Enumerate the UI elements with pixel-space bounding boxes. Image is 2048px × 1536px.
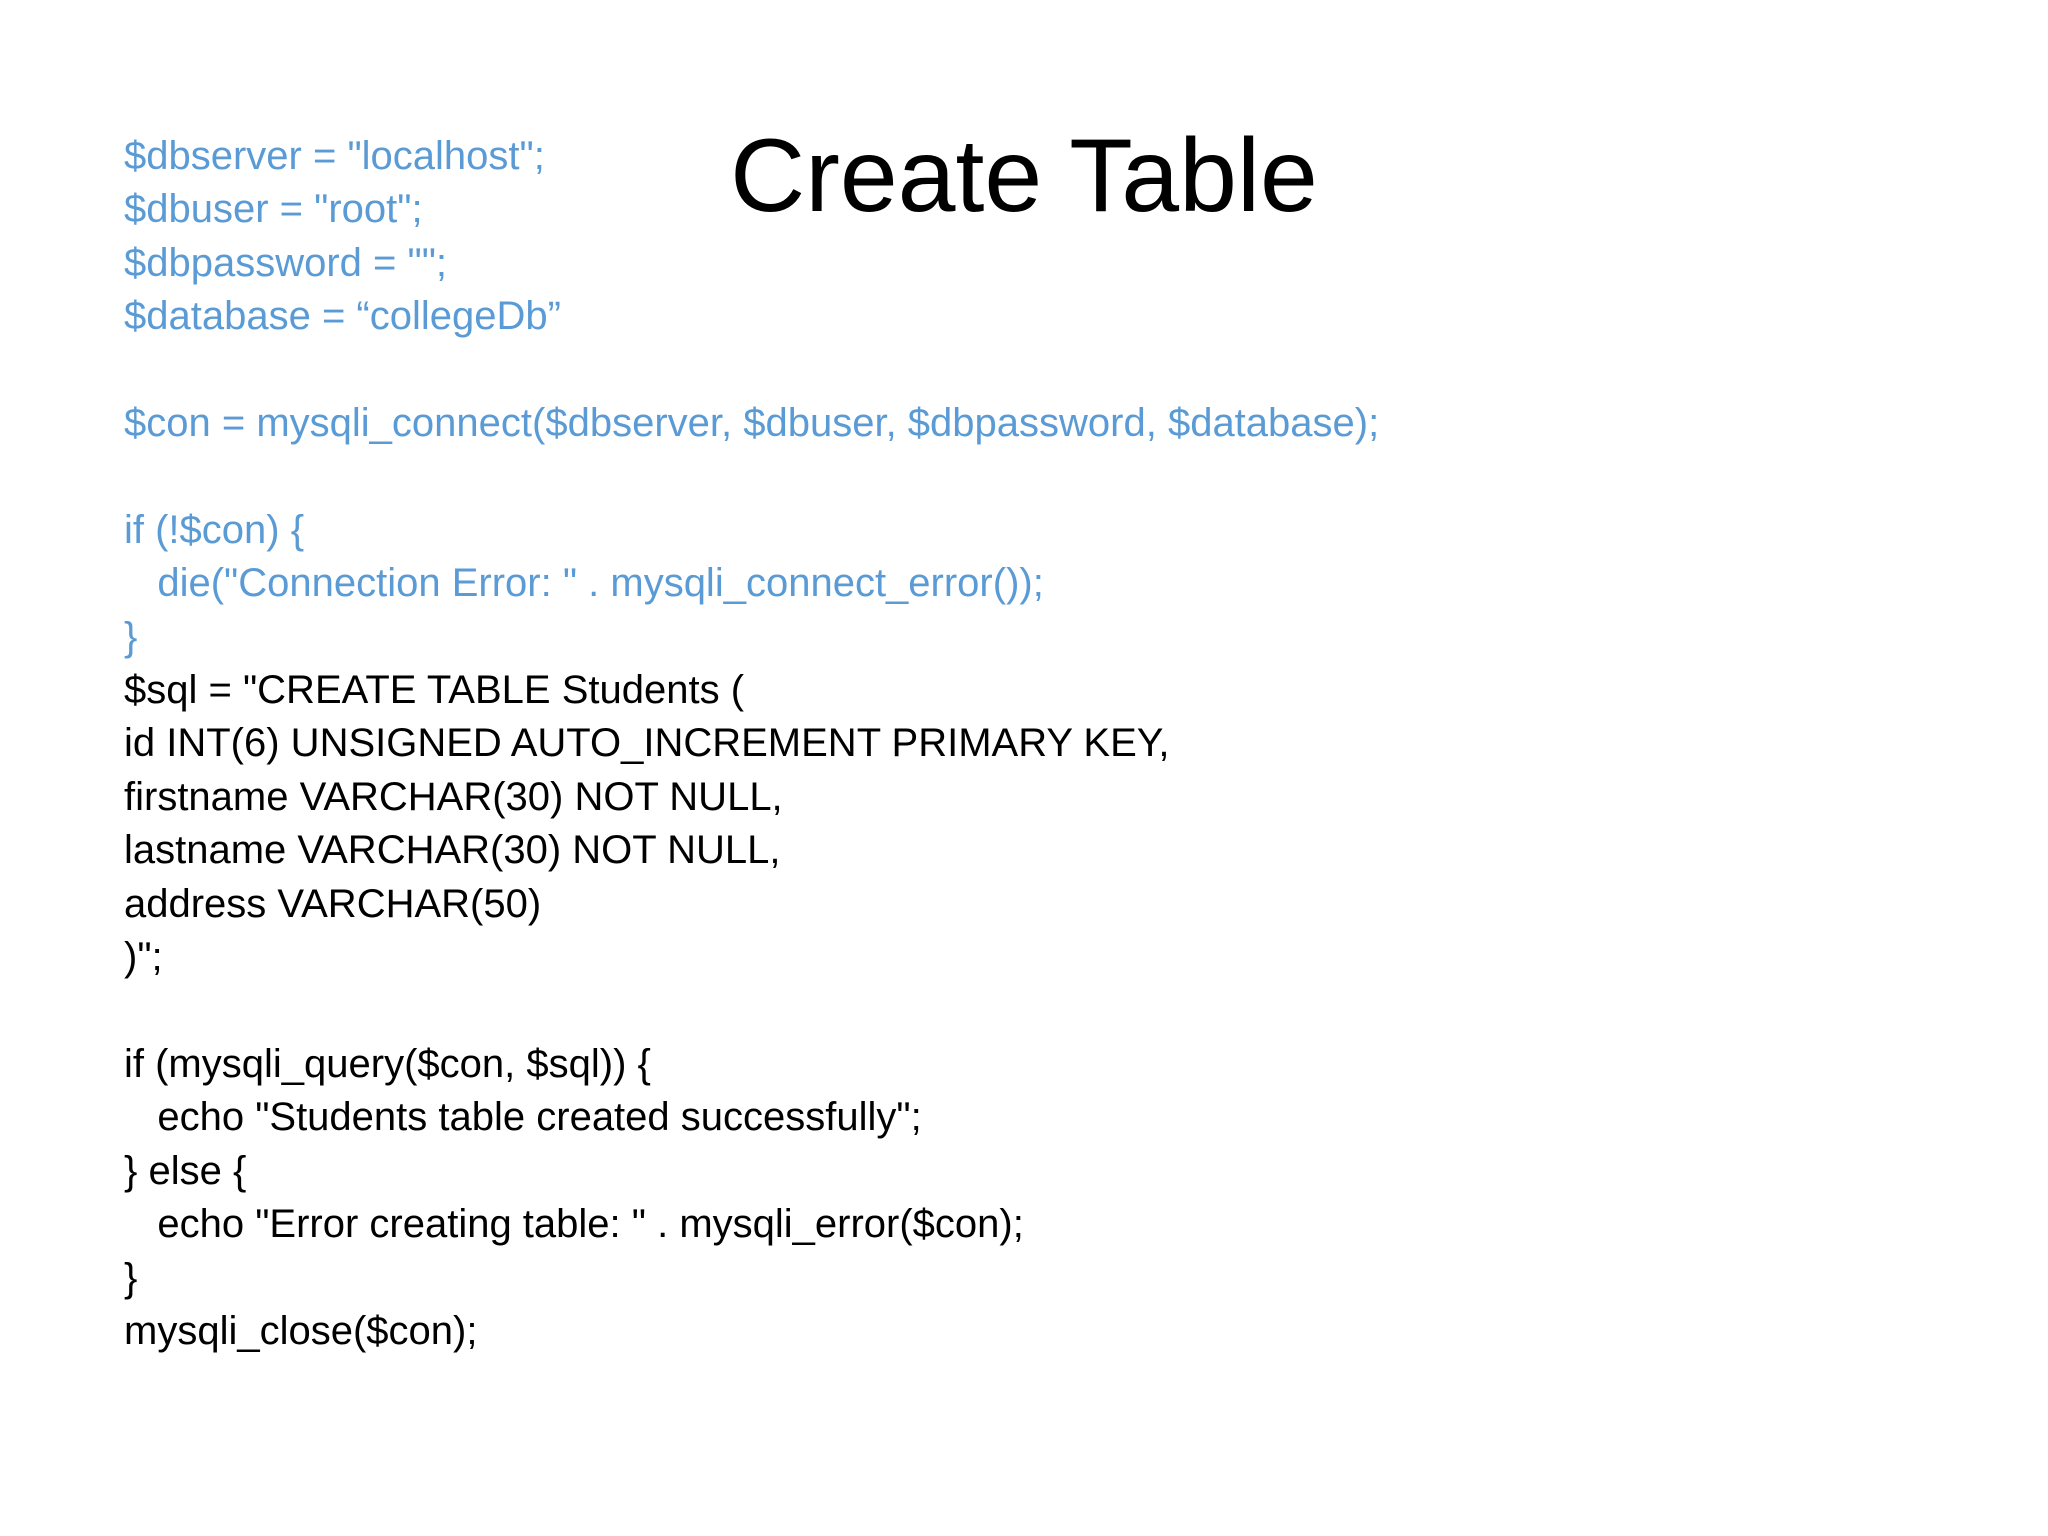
code-line: echo "Students table created successfull… — [124, 1095, 922, 1140]
code-line: } — [124, 614, 138, 659]
code-line-blank — [124, 985, 1524, 1038]
page-title: Create Table — [730, 118, 1318, 234]
code-line: address VARCHAR(50) — [124, 881, 542, 926]
code-line: $con = mysqli_connect($dbserver, $dbuser… — [124, 401, 1380, 446]
code-block: $dbserver = "localhost"; $dbuser = "root"… — [124, 130, 1524, 1358]
code-line: $database = “collegeDb” — [124, 294, 561, 339]
code-line: } else { — [124, 1148, 247, 1193]
code-line: $sql = "CREATE TABLE Students ( — [124, 668, 745, 713]
code-line: lastname VARCHAR(30) NOT NULL, — [124, 828, 781, 873]
code-line: $dbuser = "root"; — [124, 187, 423, 232]
code-line: id INT(6) UNSIGNED AUTO_INCREMENT PRIMAR… — [124, 721, 1170, 766]
code-line: echo "Error creating table: " . mysqli_e… — [124, 1202, 1024, 1247]
code-line-blank — [124, 344, 1524, 397]
code-line: mysqli_close($con); — [124, 1308, 478, 1353]
code-line: $dbserver = "localhost"; — [124, 134, 545, 178]
code-line: if (mysqli_query($con, $sql)) { — [124, 1041, 651, 1086]
code-line: firstname VARCHAR(30) NOT NULL, — [124, 774, 783, 819]
code-line: } — [124, 1255, 138, 1300]
code-line-blank — [124, 450, 1524, 503]
code-line: )"; — [124, 935, 163, 980]
code-line: if (!$con) { — [124, 507, 305, 552]
code-line: $dbpassword = ""; — [124, 240, 448, 285]
code-line: die("Connection Error: " . mysqli_connec… — [124, 561, 1044, 606]
